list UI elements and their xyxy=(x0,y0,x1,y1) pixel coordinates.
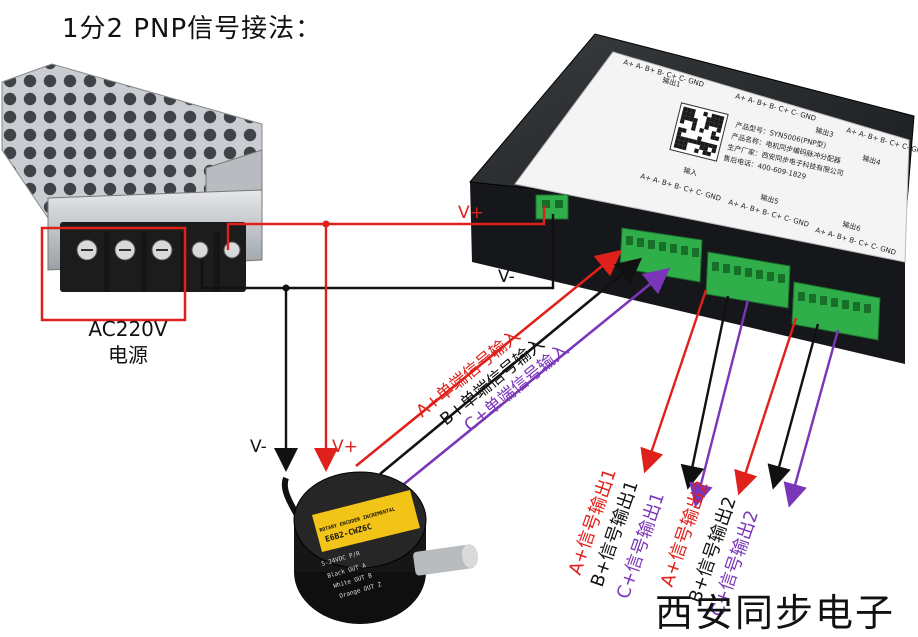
terminal-pin xyxy=(637,238,644,247)
rotary-encoder: E6B2-CWZ6C ROTARY ENCODER INCREMENTAL 5-… xyxy=(281,471,479,624)
power-supply-name: 电源 xyxy=(108,343,148,367)
terminal-pin xyxy=(853,302,860,311)
terminal-pin xyxy=(648,240,655,249)
v-plus-down-label: V+ xyxy=(332,437,358,457)
terminal-pin xyxy=(626,236,633,245)
terminal-pin xyxy=(831,298,838,307)
terminal-pin xyxy=(659,242,666,251)
brand-watermark: 西安同步电子 xyxy=(655,591,896,635)
ac-terminal-highlight xyxy=(40,226,187,322)
terminal-pin xyxy=(809,294,816,303)
terminal-pin xyxy=(723,264,730,273)
terminal-pin xyxy=(842,300,849,309)
v-minus-down-label: V- xyxy=(250,437,267,457)
v-minus-top-label: V- xyxy=(498,267,515,287)
terminal-pin xyxy=(692,248,699,257)
terminal-pin xyxy=(864,304,871,313)
terminal-pin xyxy=(670,244,677,253)
terminal-pins xyxy=(626,236,871,313)
terminal-pin xyxy=(712,262,719,271)
power-supply xyxy=(1,63,263,322)
terminal-pin xyxy=(767,272,774,281)
terminal-pin xyxy=(681,246,688,255)
power-supply-label: AC220V 电源 xyxy=(78,316,178,368)
v-plus-top-label: V+ xyxy=(458,203,484,223)
output-wires xyxy=(640,289,840,508)
terminal-pin xyxy=(820,296,827,305)
qr-code xyxy=(669,102,729,162)
input-wires xyxy=(355,249,671,486)
terminal-pin xyxy=(798,292,805,301)
pulse-distributor: 输出1 输出3 输出4 输入 输出5 输出6 A+ A- B+ B- C+ C-… xyxy=(469,33,918,364)
power-wires xyxy=(200,206,555,472)
power-supply-voltage: AC220V xyxy=(88,317,168,341)
terminal-pin xyxy=(745,268,752,277)
wire-junctions xyxy=(282,220,330,292)
terminal-pin xyxy=(756,270,763,279)
page-title: 1分2 PNP信号接法： xyxy=(62,14,323,44)
terminal-pin xyxy=(778,274,785,283)
terminal-pin xyxy=(734,266,741,275)
device-input-header: 输入 xyxy=(682,165,698,178)
